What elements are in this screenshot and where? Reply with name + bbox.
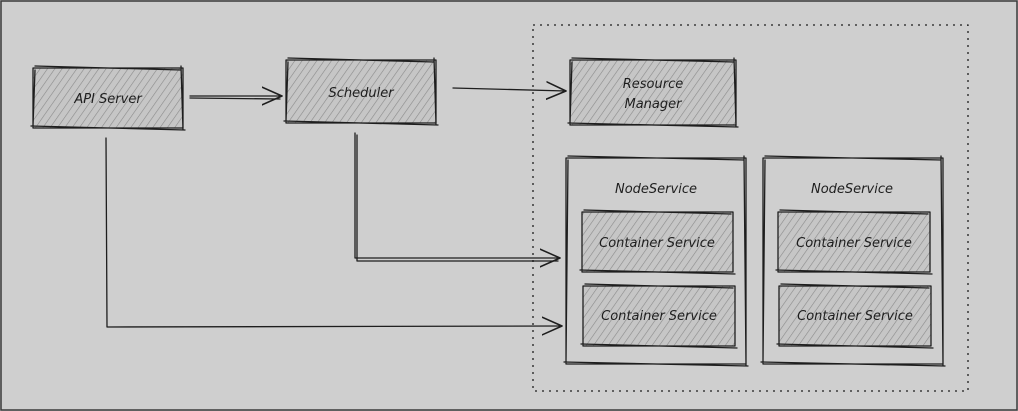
resource-manager-label-line1: Resource: [623, 77, 684, 92]
scheduler-node: Scheduler: [283, 57, 439, 126]
node-service-1-container-1: Container Service: [579, 209, 736, 275]
node-service-2-container-2-label: Container Service: [797, 309, 913, 324]
node-service-2: NodeService Container Service Container …: [760, 155, 946, 367]
api-server-node: API Server: [30, 65, 186, 131]
arrow-scheduler-to-resource-manager: [452, 88, 566, 91]
node-service-2-container-1-label: Container Service: [796, 236, 912, 251]
resource-manager-label-line2: Manager: [625, 97, 684, 112]
arrow-api-to-scheduler-sketch: [189, 97, 281, 100]
arrow-scheduler-to-node-service-sketch: [356, 134, 559, 262]
scheduler-label: Scheduler: [328, 86, 395, 101]
node-service-2-title: NodeService: [811, 182, 893, 197]
arrow-api-to-node-service: [105, 137, 562, 327]
resource-manager-node: Resource Manager: [567, 57, 739, 128]
node-service-1-container-2: Container Service: [580, 283, 738, 349]
arrow-scheduler-to-node-service: [354, 132, 560, 258]
cluster-boundary: [532, 24, 969, 392]
node-service-1-container-2-label: Container Service: [601, 309, 717, 324]
api-server-label: API Server: [73, 92, 143, 107]
node-service-2-container-2: Container Service: [776, 283, 934, 349]
node-service-2-container-1: Container Service: [775, 209, 933, 275]
node-service-1-container-1-label: Container Service: [599, 236, 715, 251]
node-service-1-title: NodeService: [615, 182, 697, 197]
node-service-1: NodeService Container Service Container …: [563, 155, 749, 367]
